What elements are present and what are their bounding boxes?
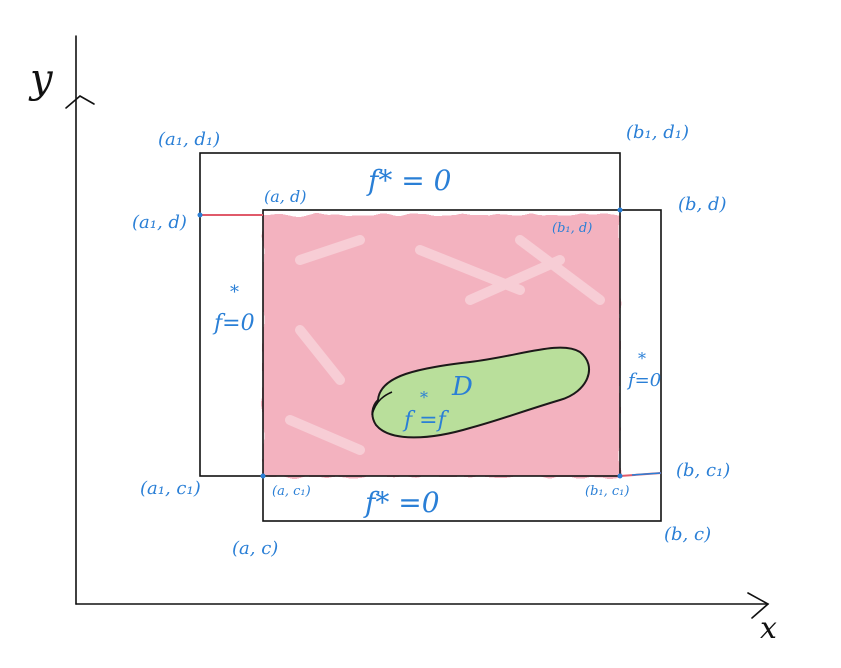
axes — [65, 35, 770, 619]
label-domain-sup: * — [420, 388, 428, 407]
y-axis-label: y — [28, 56, 54, 102]
corner-dots — [197, 207, 623, 479]
label-a-c1-inner: (a, c₁) — [272, 484, 311, 499]
label-left-region: f=0 — [212, 311, 255, 336]
dot-a1-d — [197, 212, 203, 218]
y-axis-arrowhead — [65, 95, 95, 109]
label-right-region-sup: * — [638, 349, 646, 368]
label-a1-d: (a₁, d) — [132, 212, 187, 233]
label-a-d: (a, d) — [264, 187, 306, 206]
dot-b1-d — [617, 207, 623, 213]
pink-streaks — [285, 235, 605, 455]
label-b1-c1-inner: (b₁, c₁) — [585, 484, 629, 499]
label-a1-d1: (a₁, d₁) — [158, 129, 220, 150]
label-b-c1: (b, c₁) — [676, 460, 730, 481]
dot-b1-c1 — [617, 473, 623, 479]
label-domain-eq: f =f — [402, 408, 450, 433]
blue-accent-bottom — [631, 472, 662, 476]
green-domain-d — [371, 346, 591, 439]
x-axis-arrowhead — [747, 592, 770, 619]
label-b1-d1: (b₁, d₁) — [626, 122, 689, 143]
label-right-region: f=0 — [626, 370, 661, 391]
label-top-region: f* = 0 — [366, 164, 451, 197]
dot-a-c1 — [260, 473, 266, 479]
label-a-c: (a, c) — [232, 538, 278, 559]
label-domain-d: D — [451, 372, 473, 402]
label-b-c: (b, c) — [664, 524, 711, 545]
label-left-region-sup: * — [230, 282, 239, 303]
label-a1-c1: (a₁, c₁) — [140, 478, 201, 499]
label-b1-d-inner: (b₁, d) — [552, 221, 592, 236]
label-b-d: (b, d) — [678, 194, 727, 215]
label-bottom-region: f* =0 — [363, 486, 440, 519]
green-domain-inner-stroke — [371, 391, 393, 416]
inner-rectangle — [262, 209, 662, 522]
outer-rectangle — [199, 152, 621, 477]
x-axis-label: x — [760, 611, 777, 646]
